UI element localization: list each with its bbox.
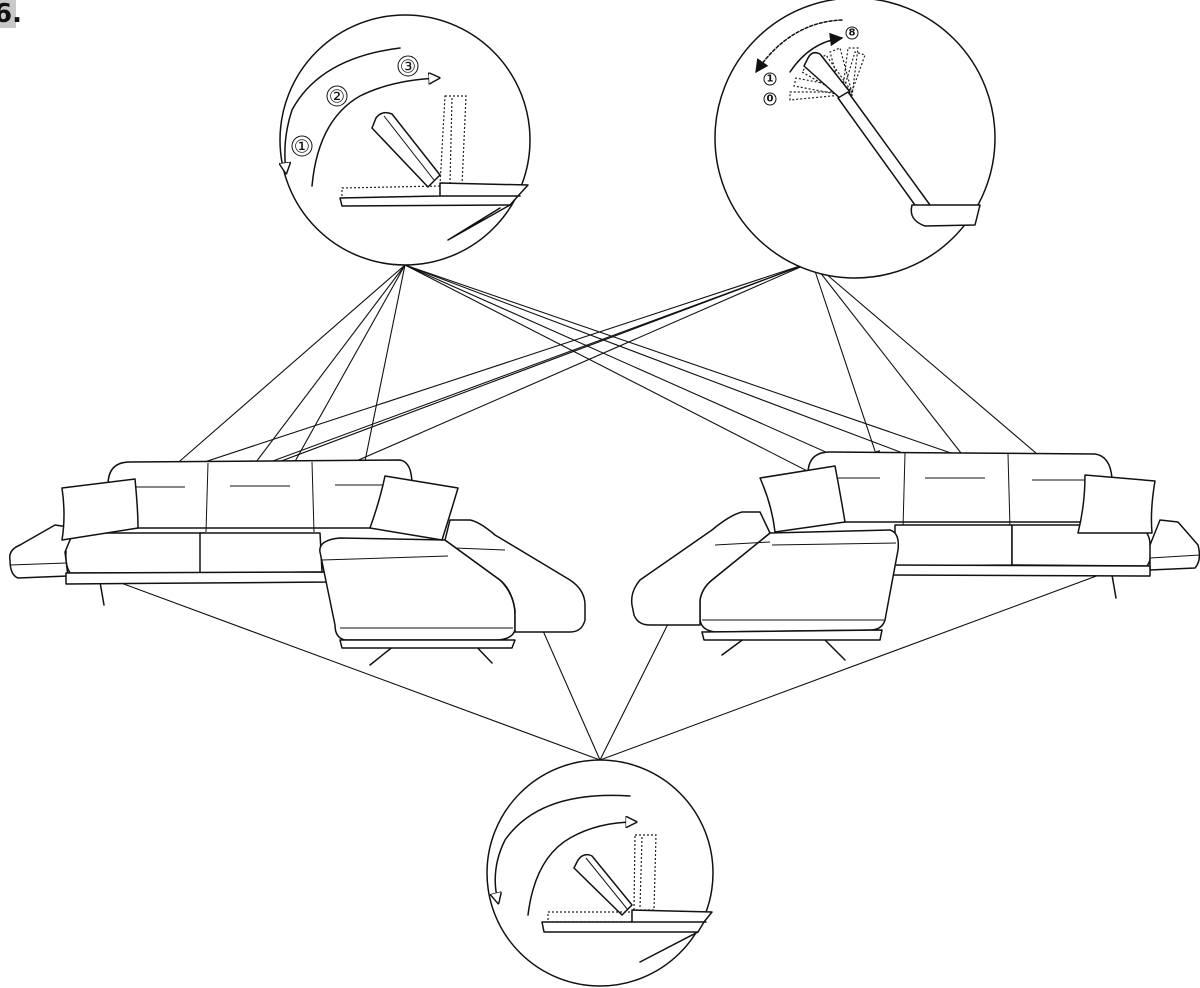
pointer-line (164, 261, 813, 477)
pointer-line (811, 261, 1051, 466)
pointer-line (251, 261, 813, 474)
pointer-lines (47, 261, 1173, 761)
detail-armrest-fold-steps: ① ② ③ (280, 14, 531, 266)
pointer-line (811, 261, 969, 463)
svg-text:1: 1 (767, 74, 774, 85)
pointer-line (404, 264, 981, 465)
step-1-label: ① (291, 135, 313, 158)
position-1-label: 1 (763, 72, 777, 86)
position-0-label: 0 (763, 92, 777, 106)
pointer-line (404, 264, 861, 499)
step-2-label: ② (326, 85, 348, 108)
svg-text:8: 8 (849, 28, 856, 39)
pointer-line (811, 261, 880, 461)
svg-text:0: 0 (767, 94, 774, 105)
pointer-line (599, 546, 1173, 761)
pointer-line (249, 264, 406, 471)
position-8-label: 8 (845, 26, 859, 40)
detail-side-armrest-fold (486, 759, 714, 987)
pointer-line (47, 554, 601, 761)
pointer-line (164, 264, 406, 475)
step-3-label: ③ (397, 55, 419, 78)
svg-text:②: ② (329, 87, 345, 108)
svg-text:③: ③ (400, 57, 416, 78)
detail-headrest-angle: 0 1 8 (714, 0, 996, 279)
figure-label: 6. (0, 0, 22, 29)
svg-text:①: ① (294, 137, 310, 158)
figure-number: 6. (0, 0, 22, 29)
left-sectional-sofa (8, 459, 586, 666)
pointer-line (337, 261, 813, 470)
right-sectional-sofa (630, 451, 1200, 661)
